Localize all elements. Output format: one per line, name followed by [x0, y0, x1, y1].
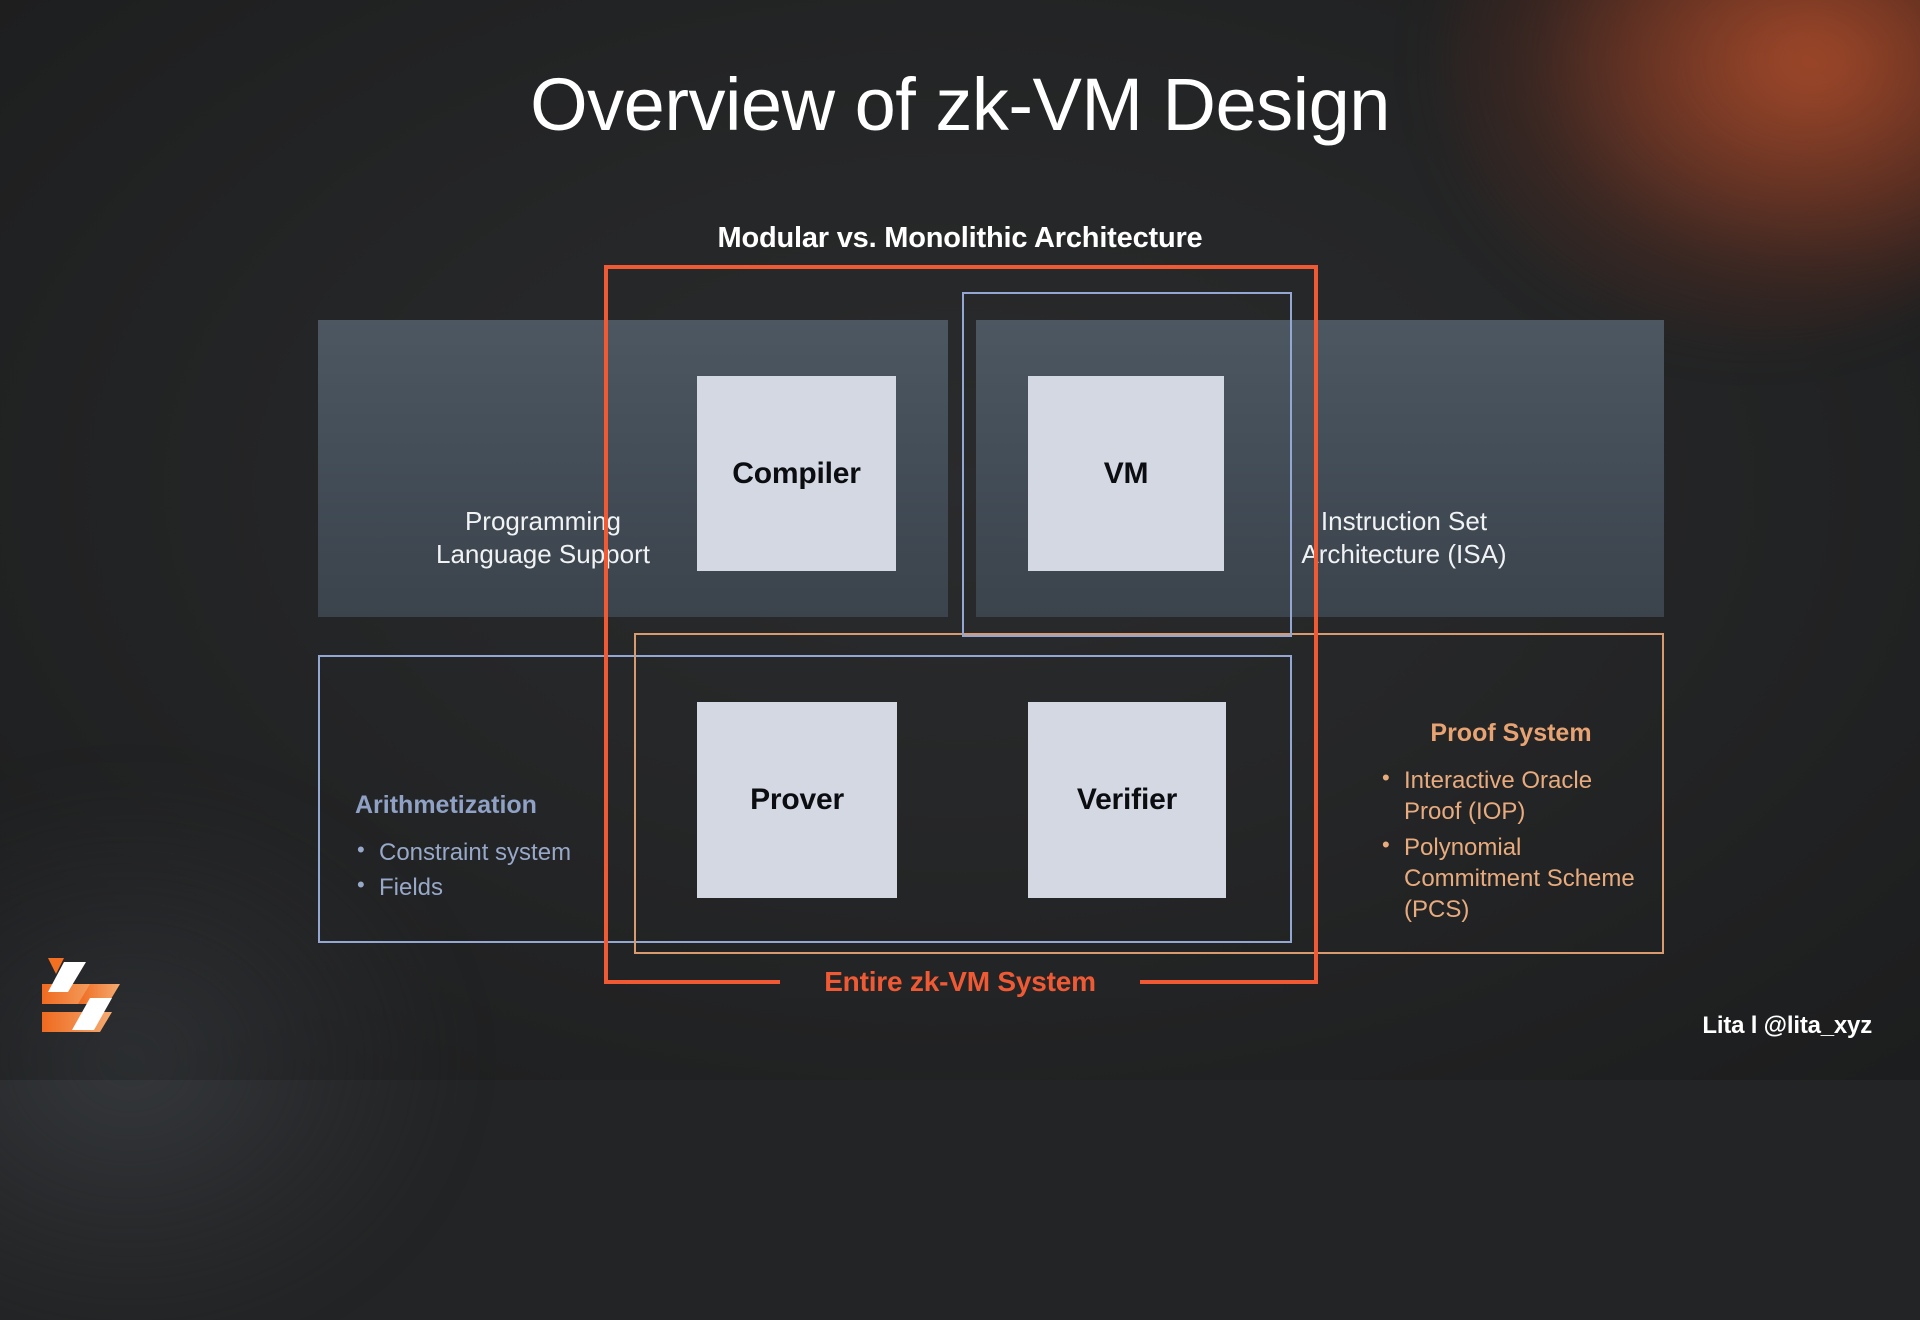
component-tile-prover[interactable]: Prover [697, 702, 897, 898]
region-outline-arithmetization [318, 655, 1292, 943]
panel-label-isa-line2: Architecture (ISA) [1301, 539, 1507, 570]
panel-label-isa-line1: Instruction Set [1320, 506, 1488, 536]
panel-label-language-line2: Language Support [436, 539, 650, 570]
panel-label-language-line1: Programming [464, 506, 622, 536]
proof-system-bullet-list: Interactive Oracle Proof (IOP) Polynomia… [1380, 764, 1650, 926]
arithmetization-bullet-list: Constraint system Fields [355, 836, 655, 903]
component-tile-verifier[interactable]: Verifier [1028, 702, 1226, 898]
region-outline-proof-system [634, 633, 1664, 954]
text-group-arithmetization: Arithmetization Constraint system Fields [355, 790, 655, 908]
component-tile-vm-label: VM [1103, 456, 1149, 490]
footer-credit: Lita l @lita_xyz [1702, 1012, 1872, 1039]
component-tile-compiler[interactable]: Compiler [697, 376, 896, 571]
page-title: Overview of zk-VM Design [530, 63, 1390, 146]
panel-label-isa: Instruction Set Architecture (ISA) [976, 505, 1664, 572]
list-item: Fields [355, 871, 655, 903]
arithmetization-heading: Arithmetization [355, 791, 537, 819]
list-item: Polynomial Commitment Scheme (PCS) [1380, 831, 1650, 926]
component-tile-compiler-label: Compiler [732, 456, 861, 490]
component-tile-vm[interactable]: VM [1028, 376, 1224, 571]
list-item: Interactive Oracle Proof (IOP) [1380, 764, 1650, 827]
lita-logo [34, 952, 142, 1044]
architecture-diagram: Programming Language Support Instruction… [0, 0, 1920, 1080]
region-outline-vm [962, 292, 1292, 637]
proof-system-heading: Proof System [1430, 719, 1592, 747]
list-item: Constraint system [355, 836, 655, 868]
panel-label-language-support: Programming Language Support [318, 505, 948, 572]
background-glow-top-right [1440, 0, 1920, 340]
slide-subtitle: Modular vs. Monolithic Architecture [717, 222, 1203, 254]
component-tile-prover-label: Prover [750, 783, 844, 816]
component-tile-verifier-label: Verifier [1076, 783, 1178, 816]
text-group-proof-system: Proof System Interactive Oracle Proof (I… [1380, 718, 1650, 929]
caption-entire-zkvm-system: Entire zk-VM System [780, 966, 1140, 998]
